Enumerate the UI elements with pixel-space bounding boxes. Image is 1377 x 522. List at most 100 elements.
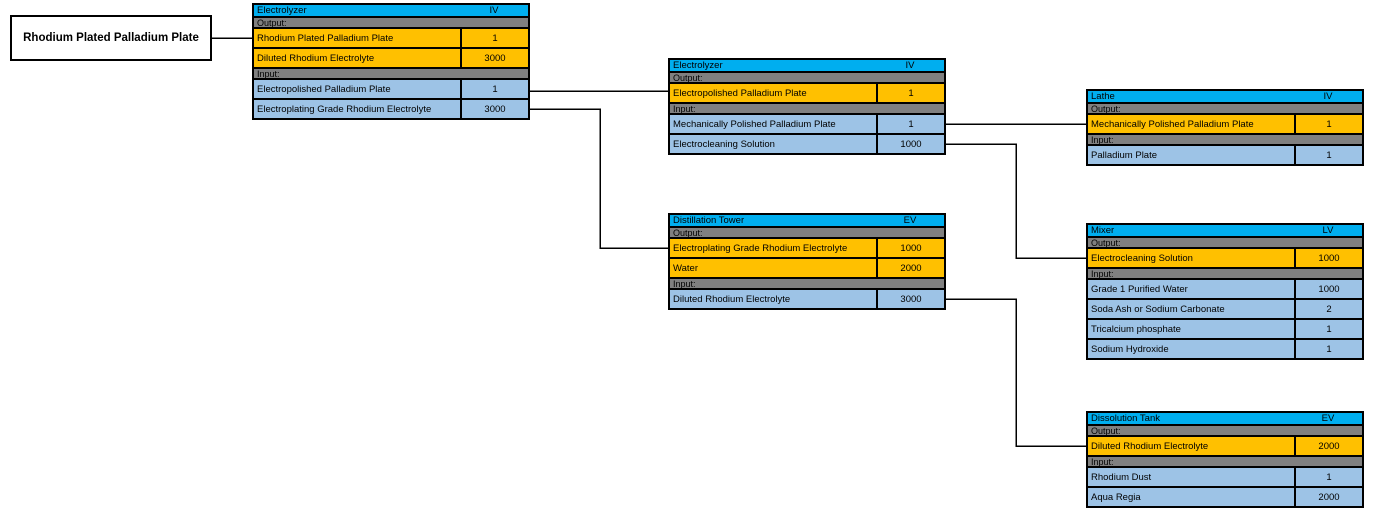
item-label: Tricalcium phosphate: [1088, 320, 1294, 338]
item-label: Mechanically Polished Palladium Plate: [1088, 115, 1294, 133]
machine-tier: IV: [1323, 91, 1333, 102]
input-section-label: Input:: [670, 104, 944, 114]
item-amount: 1: [1296, 340, 1362, 358]
item-amount: 1: [1296, 468, 1362, 486]
machine-header: Lathe IV: [1088, 91, 1362, 102]
item-amount: 3000: [878, 290, 944, 308]
connector-line: [946, 143, 1086, 259]
item-label: Electrocleaning Solution: [1088, 249, 1294, 267]
machine-name: Dissolution Tank: [1091, 413, 1161, 424]
node-dissolution-tank: Dissolution Tank EV Output:Diluted Rhodium…: [1086, 411, 1364, 508]
root-item-box: Rhodium Plated Palladium Plate: [10, 15, 212, 61]
item-label: Sodium Hydroxide: [1088, 340, 1294, 358]
item-amount: 3000: [462, 49, 528, 67]
item-amount: 1000: [878, 239, 944, 257]
machine-header: Distillation Tower EV: [670, 215, 944, 226]
item-amount: 1: [1296, 115, 1362, 133]
item-label: Electropolished Palladium Plate: [254, 80, 460, 98]
item-label: Electroplating Grade Rhodium Electrolyte: [670, 239, 876, 257]
node-electrolyzer-2: Electrolyzer IV Output:Electropolished Pal…: [668, 58, 946, 155]
machine-name: Mixer: [1091, 225, 1115, 236]
connector-line: [946, 298, 1086, 447]
item-amount: 2000: [1296, 488, 1362, 506]
input-section-label: Input:: [670, 279, 944, 289]
output-section-label: Output:: [254, 18, 528, 28]
item-amount: 1: [878, 84, 944, 102]
item-label: Palladium Plate: [1088, 146, 1294, 164]
item-label: Diluted Rhodium Electrolyte: [1088, 437, 1294, 455]
machine-tier: EV: [903, 215, 917, 226]
item-label: Mechanically Polished Palladium Plate: [670, 115, 876, 133]
item-amount: 1000: [878, 135, 944, 153]
machine-name: Electrolyzer: [257, 5, 307, 16]
machine-header: Mixer LV: [1088, 225, 1362, 236]
output-section-label: Output:: [670, 228, 944, 238]
machine-tier: IV: [489, 5, 499, 16]
output-section-label: Output:: [1088, 104, 1362, 114]
input-row: Electroplating Grade Rhodium Electrolyte…: [254, 100, 528, 118]
machine-header: Electrolyzer IV: [254, 5, 528, 16]
item-amount: 1: [1296, 320, 1362, 338]
root-item-label: Rhodium Plated Palladium Plate: [23, 32, 199, 44]
input-section-label: Input:: [1088, 457, 1362, 467]
node-electrolyzer-1: Electrolyzer IV Output:Rhodium Plated Pall…: [252, 3, 530, 120]
item-label: Aqua Regia: [1088, 488, 1294, 506]
output-section-label: Output:: [670, 73, 944, 83]
item-amount: 2: [1296, 300, 1362, 318]
item-label: Water: [670, 259, 876, 277]
machine-name: Electrolyzer: [673, 60, 723, 71]
item-amount: 1: [878, 115, 944, 133]
machine-name: Lathe: [1091, 91, 1115, 102]
machine-header: Dissolution Tank EV: [1088, 413, 1362, 424]
machine-tier: EV: [1321, 413, 1335, 424]
input-section-label: Input:: [254, 69, 528, 79]
connector-line: [530, 108, 668, 249]
machine-tier: LV: [1322, 225, 1334, 236]
output-section-label: Output:: [1088, 426, 1362, 436]
item-label: Rhodium Plated Palladium Plate: [254, 29, 460, 47]
input-section-label: Input:: [1088, 135, 1362, 145]
item-amount: 2000: [878, 259, 944, 277]
machine-name: Distillation Tower: [673, 215, 745, 226]
input-section-label: Input:: [1088, 269, 1362, 279]
item-label: Grade 1 Purified Water: [1088, 280, 1294, 298]
item-label: Electrocleaning Solution: [670, 135, 876, 153]
machine-tier: IV: [905, 60, 915, 71]
node-distillation-tower: Distillation Tower EV Output:Electroplatin…: [668, 213, 946, 310]
output-section-label: Output:: [1088, 238, 1362, 248]
item-amount: 1: [462, 80, 528, 98]
item-label: Diluted Rhodium Electrolyte: [254, 49, 460, 67]
item-label: Diluted Rhodium Electrolyte: [670, 290, 876, 308]
item-amount: 1: [462, 29, 528, 47]
item-amount: 1000: [1296, 249, 1362, 267]
item-amount: 2000: [1296, 437, 1362, 455]
item-label: Electropolished Palladium Plate: [670, 84, 876, 102]
item-amount: 1000: [1296, 280, 1362, 298]
item-amount: 1: [1296, 146, 1362, 164]
output-row: Electroplating Grade Rhodium Electrolyte…: [670, 239, 944, 257]
item-label: Rhodium Dust: [1088, 468, 1294, 486]
item-label: Soda Ash or Sodium Carbonate: [1088, 300, 1294, 318]
item-amount: 3000: [462, 100, 528, 118]
node-lathe: Lathe IV Output:Mechanically Polished Pall…: [1086, 89, 1364, 166]
